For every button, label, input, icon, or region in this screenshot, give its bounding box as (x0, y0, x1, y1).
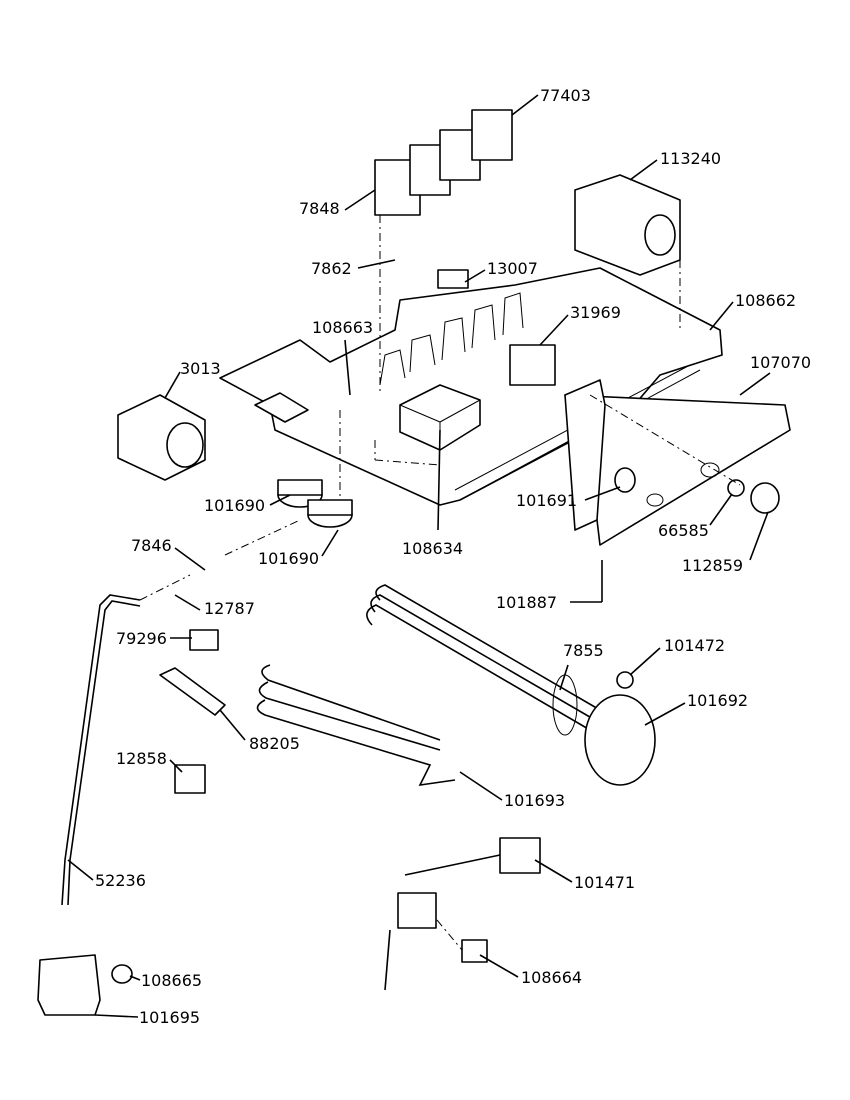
label-12858: 12858 (116, 749, 167, 768)
label-112859: 112859 (682, 556, 743, 575)
bracket-108664 (461, 939, 488, 963)
label-7846: 7846 (131, 536, 172, 555)
thermostat-101471 (499, 837, 541, 874)
label-107070: 107070 (750, 353, 811, 372)
heating-element-101693 (256, 664, 456, 787)
label-113240: 113240 (660, 149, 721, 168)
label-108663: 108663 (312, 318, 373, 337)
label-31969: 31969 (570, 303, 621, 322)
leader-lines (67, 94, 771, 1018)
label-12787: 12787 (204, 599, 255, 618)
terminal-13007 (437, 269, 469, 289)
timer-motor-3013 (117, 394, 206, 481)
label-7855: 7855 (563, 641, 604, 660)
label-66585: 66585 (658, 521, 709, 540)
tube-52236 (61, 594, 141, 906)
thermostat-101472 (616, 671, 634, 689)
part-79296 (189, 629, 219, 651)
pressure-switches-101690 (277, 479, 353, 528)
label-79296: 79296 (116, 629, 167, 648)
label-101472: 101472 (664, 636, 725, 655)
label-101690-upper: 101690 (204, 496, 265, 515)
label-7848: 7848 (299, 199, 340, 218)
box-108634 (399, 384, 481, 451)
terminal-block-88205 (159, 667, 226, 716)
knob-112859 (750, 482, 780, 514)
lamp-101691 (614, 467, 636, 493)
label-101693: 101693 (504, 791, 565, 810)
label-101695: 101695 (139, 1008, 200, 1027)
label-108662: 108662 (735, 291, 796, 310)
contactor-31969 (509, 344, 556, 386)
label-108634: 108634 (402, 539, 463, 558)
label-101471: 101471 (574, 873, 635, 892)
label-108664: 108664 (521, 968, 582, 987)
heating-element-7855 (366, 584, 656, 786)
front-panel-101887 (564, 379, 791, 546)
label-101690-lower: 101690 (258, 549, 319, 568)
label-52236: 52236 (95, 871, 146, 890)
chassis-plate-108662 (219, 267, 723, 506)
label-108665: 108665 (141, 971, 202, 990)
label-7862: 7862 (311, 259, 352, 278)
label-3013: 3013 (180, 359, 221, 378)
label-77403: 77403 (540, 86, 591, 105)
label-101692: 101692 (687, 691, 748, 710)
pressure-chamber-101695 (37, 954, 133, 1016)
label-88205: 88205 (249, 734, 300, 753)
timer-113240 (574, 174, 681, 276)
label-101887: 101887 (496, 593, 557, 612)
label-101691: 101691 (516, 491, 577, 510)
washer-66585 (727, 479, 745, 497)
thermostat-108664-body (397, 892, 437, 929)
relays-7848 (374, 109, 513, 216)
label-13007: 13007 (487, 259, 538, 278)
terminal-block-12858 (174, 764, 206, 794)
